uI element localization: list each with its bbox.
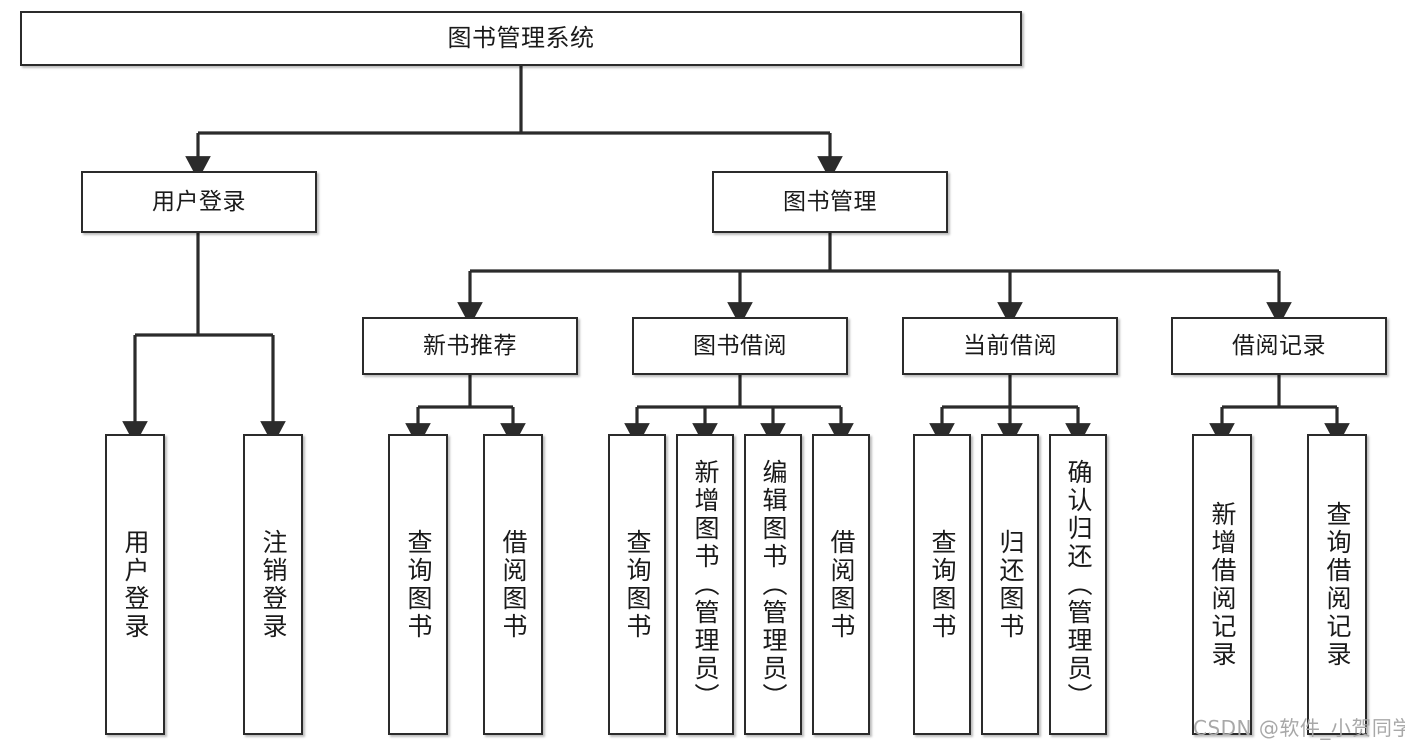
watermark-text: CSDN @软件_小贺同学: [1193, 716, 1405, 740]
node-label: 当前借阅: [963, 332, 1057, 359]
node-current-borrow[interactable]: 当前借阅: [902, 317, 1118, 375]
node-leaf-add-book-admin[interactable]: 新增图书（管理员）: [676, 434, 734, 735]
node-book-borrow[interactable]: 图书借阅: [632, 317, 848, 375]
node-new-book-recommend[interactable]: 新书推荐: [362, 317, 578, 375]
node-user-login[interactable]: 用户登录: [81, 171, 317, 233]
node-label: 借阅图书: [827, 528, 856, 641]
node-label: 借阅图书: [499, 528, 528, 641]
node-root-system[interactable]: 图书管理系统: [20, 11, 1022, 66]
node-label: 确认归还（管理员）: [1064, 458, 1093, 711]
node-leaf-add-borrow-record[interactable]: 新增借阅记录: [1192, 434, 1252, 735]
node-label: 图书管理系统: [447, 23, 595, 52]
node-leaf-confirm-return-admin[interactable]: 确认归还（管理员）: [1049, 434, 1107, 735]
node-label: 用户登录: [152, 188, 246, 215]
node-leaf-logout[interactable]: 注销登录: [243, 434, 303, 735]
node-label: 用户登录: [121, 528, 150, 641]
node-leaf-query-borrow-record[interactable]: 查询借阅记录: [1307, 434, 1367, 735]
node-leaf-user-login[interactable]: 用户登录: [105, 434, 165, 735]
node-label: 查询图书: [623, 528, 652, 641]
node-label: 注销登录: [259, 528, 288, 641]
node-label: 查询图书: [928, 528, 957, 641]
node-label: 查询图书: [404, 528, 433, 641]
node-label: 查询借阅记录: [1323, 500, 1352, 669]
node-label: 借阅记录: [1232, 332, 1326, 359]
node-leaf-borrow-book[interactable]: 借阅图书: [812, 434, 870, 735]
node-label: 归还图书: [996, 528, 1025, 641]
node-label: 新增借阅记录: [1208, 500, 1237, 669]
node-book-management[interactable]: 图书管理: [712, 171, 948, 233]
node-leaf-query-book-borrow[interactable]: 查询图书: [608, 434, 666, 735]
node-label: 图书借阅: [693, 332, 787, 359]
node-leaf-query-book-current[interactable]: 查询图书: [913, 434, 971, 735]
node-leaf-edit-book-admin[interactable]: 编辑图书（管理员）: [744, 434, 802, 735]
node-leaf-query-book-rec[interactable]: 查询图书: [388, 434, 448, 735]
node-leaf-borrow-book-rec[interactable]: 借阅图书: [483, 434, 543, 735]
node-label: 新增图书（管理员）: [691, 458, 720, 711]
node-label: 新书推荐: [423, 332, 517, 359]
node-leaf-return-book[interactable]: 归还图书: [981, 434, 1039, 735]
node-label: 编辑图书（管理员）: [759, 458, 788, 711]
node-label: 图书管理: [783, 188, 877, 215]
node-borrow-record[interactable]: 借阅记录: [1171, 317, 1387, 375]
